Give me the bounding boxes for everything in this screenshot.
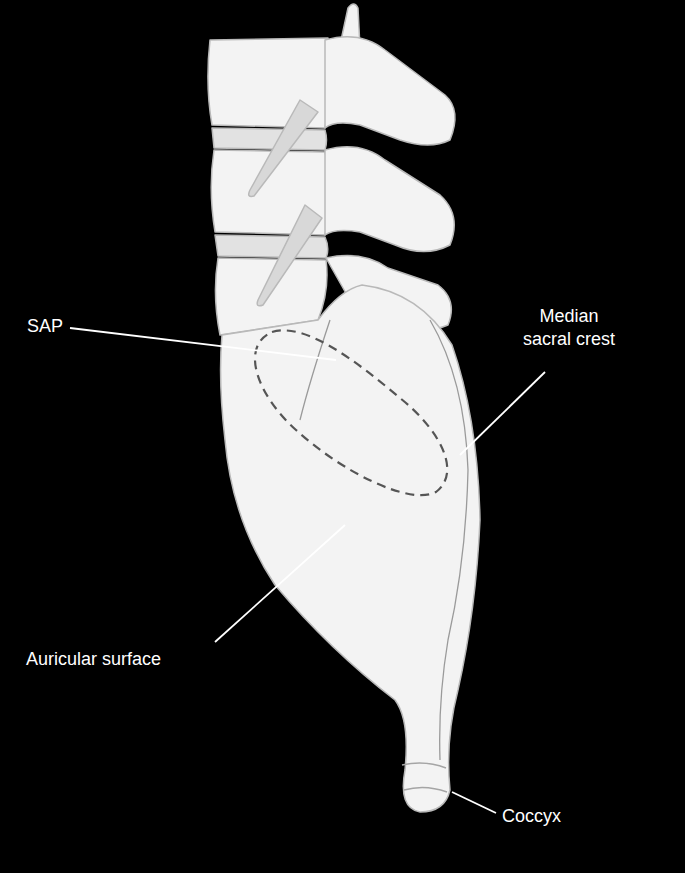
leader-line	[452, 792, 496, 813]
part-label: Coccyx	[502, 805, 561, 828]
leader-line	[460, 372, 545, 455]
crest-ridge	[430, 320, 468, 760]
part-label: Median sacral crest	[516, 305, 622, 352]
posterior-arch	[325, 147, 454, 252]
leaders	[70, 328, 545, 813]
disc	[215, 235, 328, 258]
bones	[208, 4, 480, 812]
coccyx-segment	[404, 787, 447, 792]
auricular-outline	[255, 330, 447, 495]
disc	[212, 128, 327, 150]
coccyx-segment	[402, 763, 446, 768]
leader-line	[70, 328, 336, 360]
part-label: SAP	[27, 315, 63, 338]
transverse-process	[249, 100, 318, 196]
leader-line	[215, 525, 345, 642]
transverse-process	[257, 205, 322, 306]
sacrum	[221, 285, 480, 812]
posterior-arch	[325, 37, 455, 145]
part-label: Auricular surface	[26, 648, 161, 671]
